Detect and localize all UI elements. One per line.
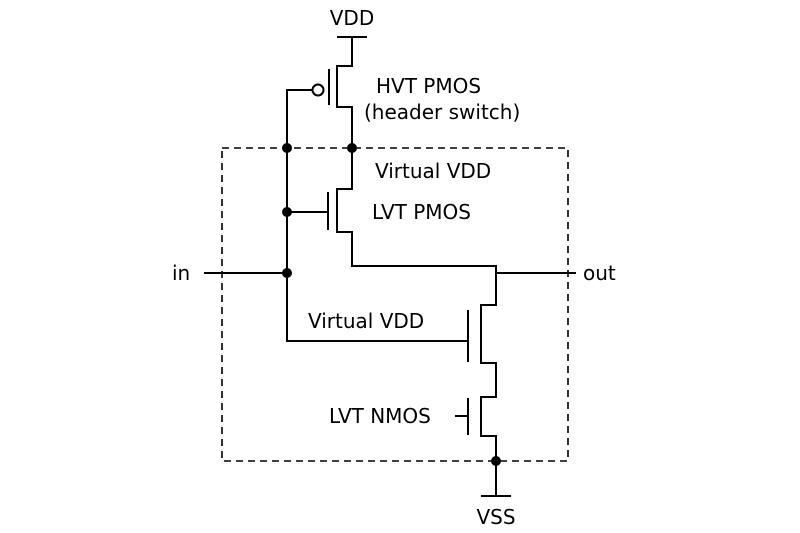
lvt-nmos-transistor [455,396,497,497]
virtual-vdd-mid-label: Virtual VDD [308,309,424,333]
vdd-label: VDD [330,6,374,30]
input-label: in [172,261,190,285]
lvt-pmos-transistor [286,147,497,267]
vss-label: VSS [476,505,515,529]
junction-dot [491,456,501,466]
hvt-pmos-label: HVT PMOS [376,74,481,98]
header-switch-label: (header switch) [364,100,520,124]
series-nmos-transistor [467,304,497,398]
junction-dots [282,143,501,466]
junction-dot [282,143,292,153]
vdd-rail [337,36,367,67]
lvt-pmos-label: LVT PMOS [372,200,471,224]
pmos-gate-bubble-icon [311,83,325,97]
junction-dot [282,268,292,278]
virtual-vdd-top-label: Virtual VDD [375,159,491,183]
lvt-nmos-label: LVT NMOS [329,404,431,428]
output-label: out [583,261,616,285]
output-net [495,265,576,306]
hvt-pmos-transistor [286,65,353,149]
junction-dot [282,207,292,217]
junction-dot [347,143,357,153]
power-domain-boundary [221,147,569,462]
